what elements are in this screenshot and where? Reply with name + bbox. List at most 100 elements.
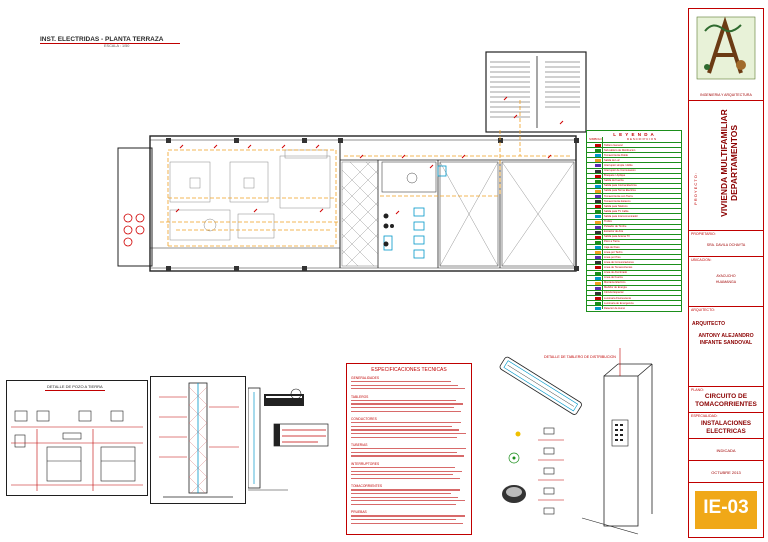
legend-row: Interruptor de Conmutacion [587,167,681,174]
legend-row: Pozo a Tierra [587,238,681,245]
legend-row: Timbre [587,218,681,225]
tb-scale: INDICADA [716,448,736,453]
spec-text-line [351,399,456,401]
spec-text-line [351,429,459,431]
legend-symbol-icon [595,261,601,265]
tb-sheet-cell: IE-03 [689,483,763,537]
legend-col-symbol: SIMBOLO [589,137,603,141]
legend-row: Medidor de Energia [587,284,681,291]
legend-symbol-icon [595,159,601,163]
legend-row-label: Braquete / Aplique [604,174,626,178]
spec-text-line [351,403,463,405]
legend-row-label: Medidor de Energia [604,286,627,290]
legend-symbol-icon [595,297,601,300]
spec-text-line [351,451,457,453]
legend-row: Tomacorriente Doble [587,152,681,158]
spec-text-line [351,519,456,521]
legend-symbol-icon [595,291,601,295]
tb-owner-label: PROPIETARIO: [691,232,716,236]
legend-row-label: Salida para Antena TV [604,235,630,239]
legend-row-label: Pulsador de Timbre [604,225,627,229]
spec-text-line [351,381,451,383]
legend-table: L E Y E N D A SIMBOLO D E S C R I P C I … [586,130,682,312]
spec-heading: CONDUCTORES [351,417,377,422]
ground-wells [123,213,145,247]
legend-symbol-icon [595,215,601,219]
detail-column-drawing [159,382,239,498]
spec-heading: TABLEROS [351,394,369,399]
legend-row-label: Timbre [604,220,612,223]
spec-heading: TUBERIAS [351,443,368,448]
spec-heading: INTERRUPTORES [351,462,380,466]
tb-architect-role: ARQUITECTO [692,321,725,327]
tb-architect-label: ARQUITECTO: [691,308,715,312]
tb-location: AYACUCHO HUAMANGA [715,274,737,284]
spec-text-line [351,384,458,386]
legend-row: Caja de Paso [587,244,681,250]
tb-date: OCTUBRE 2013 [711,470,741,475]
spec-text-line [351,489,460,491]
legend-row: Salida para TV Cable [587,208,681,214]
legend-row: Circuito Especial [587,289,681,296]
legend-row: Linea de Comunicaciones [587,259,681,265]
legend-symbol-icon [595,195,601,198]
legend-symbol-icon [595,220,601,224]
company-logo [696,16,756,80]
legend-symbol-icon [595,189,601,193]
spec-text-line [351,388,465,390]
legend-row: Linea de Alumbrado [587,269,681,276]
legend-symbol-icon [595,302,601,306]
legend-symbol-icon [595,174,601,178]
legend-symbol-icon [595,179,601,183]
legend-row-label: Circuito Especial [604,291,624,295]
specs-title: ESPECIFICACIONES TECNICAS [371,367,447,373]
spec-text-line [351,407,454,409]
spec-text-line [351,455,464,457]
tb-project-cell: P R O Y E C T O : VIVIENDA MULTIFAMILIAR… [689,101,763,231]
building-outline [149,135,577,272]
plan-scale: ESCALA : 1/50 [104,44,130,48]
detail-pozo-box: DETALLE DE POZO A TIERRA [6,380,148,496]
legend-row-label: Montante Electrico [604,281,626,285]
legend-row-label: Linea de Tomacorrientes [604,265,633,269]
legend-row-label: Salida para TV Cable [604,209,629,213]
tb-scale-cell: INDICADA [689,439,763,461]
dark-fixtures [383,213,394,247]
legend-row: Luminaria de Emergencia [587,300,681,306]
legend-row-label: Salida para Terma Electrica [604,189,636,193]
legend-row-label: Pozo a Tierra [604,240,620,244]
legend-row: Salida para Telefono [587,203,681,209]
legend-row-label: Interruptor de Conmutacion [604,169,636,172]
legend-symbol-icon [595,164,601,168]
legend-row: Salida para Intercomunicador [587,213,681,219]
legend-row: Tablero General [587,142,681,148]
tb-project-label: P R O Y E C T O : [693,172,698,205]
spec-text-line [351,422,461,424]
spec-text-line [351,410,461,412]
legend-row: Luminaria Fluorescente [587,295,681,301]
legend-symbol-icon [595,276,601,280]
tb-owner: SRA. DAVILA OCHAYTA [706,243,746,247]
legend-row-label: Salida de Fuerza [604,179,624,183]
spec-text-line [351,503,456,505]
legend-row: Salida de Fuerza [587,177,681,184]
legend-symbol-icon [595,240,601,244]
legend-row: Sub-tablero de Distribucion [587,147,681,153]
spec-text-line [351,433,466,435]
legend-symbol-icon [595,200,601,204]
tb-logo-cell: INGENIERIA Y ARQUITECTURA [689,9,763,101]
tb-specialty-cell: ESPECIALIDAD: INSTALACIONES ELECTRICAS [689,413,763,439]
tb-sheet-bg [695,491,757,529]
spec-text-line [351,515,465,517]
tb-architect: ANTONY ALEJANDRO INFANTE SANDOVAL [698,333,754,346]
plan-title-underline [40,43,180,44]
legend-row: Linea por Techo [587,249,681,255]
spec-text-line [351,467,455,469]
spec-text-line [351,436,457,438]
tb-architect-cell: ARQUITECTO: ARQUITECTO ANTONY ALEJANDRO … [689,307,763,387]
detail-pozo-title: DETALLE DE POZO A TIERRA [47,384,103,389]
legend-symbol-icon [595,286,601,290]
